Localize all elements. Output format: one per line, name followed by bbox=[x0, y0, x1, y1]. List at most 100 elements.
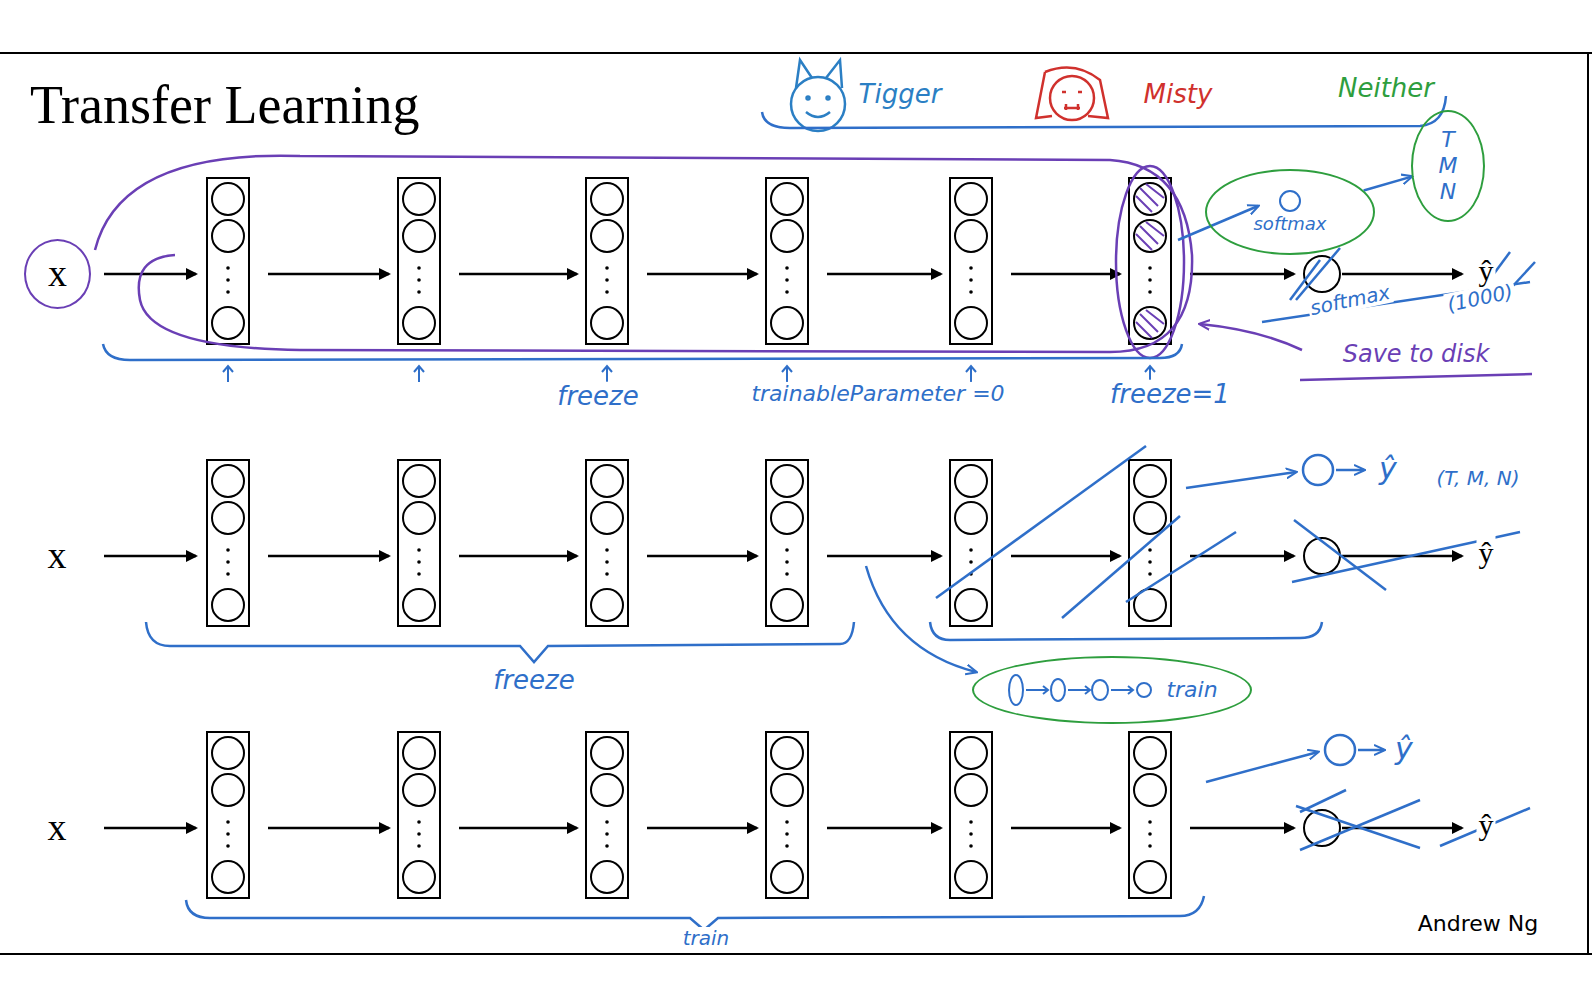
hidden-layer bbox=[586, 732, 628, 898]
strike-marks bbox=[1296, 790, 1530, 850]
node-text: train bbox=[1166, 678, 1217, 702]
layer-arrow bbox=[1011, 273, 1120, 276]
node-text: x bbox=[48, 253, 67, 295]
class-name: Misty bbox=[1142, 80, 1215, 109]
train-oval: train bbox=[972, 656, 1252, 724]
layer-arrow bbox=[1190, 555, 1294, 558]
layer-arrow bbox=[1011, 827, 1120, 830]
softmax-oval: softmax bbox=[1205, 169, 1375, 255]
class-name: Tigger bbox=[857, 80, 944, 109]
hidden-layer bbox=[766, 460, 808, 626]
input-label: x bbox=[46, 535, 69, 577]
new-head-arrow bbox=[1358, 749, 1384, 752]
hidden-layer bbox=[950, 460, 992, 626]
connector bbox=[1364, 177, 1412, 191]
output-unit bbox=[1279, 190, 1301, 212]
output-unit bbox=[1304, 538, 1340, 574]
hidden-layer bbox=[1129, 178, 1171, 344]
layer-arrow bbox=[268, 827, 389, 830]
note: trainableParameter =0 bbox=[749, 382, 1006, 406]
hidden-layer bbox=[766, 178, 808, 344]
bracket bbox=[146, 622, 854, 662]
hidden-layer bbox=[950, 732, 992, 898]
new-head-arrow bbox=[1336, 469, 1364, 472]
layer-arrow bbox=[459, 555, 577, 558]
layer-arrow bbox=[459, 827, 577, 830]
input-label: x bbox=[46, 807, 69, 849]
hidden-layer bbox=[398, 732, 440, 898]
underline bbox=[1300, 374, 1532, 380]
input-circle: x bbox=[24, 239, 91, 309]
layer-arrow bbox=[1011, 555, 1120, 558]
frozen-loop bbox=[95, 156, 1192, 352]
layer-arrow bbox=[827, 555, 941, 558]
output-label: ŷ bbox=[1477, 254, 1496, 287]
layer-arrow bbox=[104, 827, 196, 830]
misty-face bbox=[1036, 68, 1108, 121]
layer-arrow bbox=[1190, 827, 1294, 830]
node-text: T bbox=[1441, 128, 1454, 152]
hidden-layer bbox=[398, 178, 440, 344]
bracket bbox=[103, 344, 1182, 360]
bracket bbox=[930, 622, 1322, 640]
class-outputs: TMN bbox=[1411, 110, 1485, 222]
hidden-layer bbox=[950, 178, 992, 344]
new-head-arrow bbox=[1206, 752, 1318, 782]
crossed-note: softmax bbox=[1306, 280, 1394, 319]
layer-loop bbox=[1116, 166, 1184, 358]
node-text: softmax bbox=[1253, 214, 1326, 234]
hidden-layer bbox=[207, 460, 249, 626]
new-output-unit bbox=[1303, 455, 1333, 485]
hidden-layer bbox=[586, 178, 628, 344]
note: Save to disk bbox=[1341, 341, 1492, 367]
layer-arrow bbox=[104, 273, 196, 276]
layer-ticks bbox=[223, 366, 1155, 382]
hidden-layer bbox=[1129, 732, 1171, 898]
new-head-curve bbox=[866, 566, 976, 672]
layer-arrow bbox=[647, 273, 757, 276]
note: freeze bbox=[491, 666, 576, 695]
strike-marks bbox=[936, 446, 1520, 618]
node-text: M bbox=[1439, 154, 1458, 178]
note: freeze bbox=[555, 382, 640, 411]
new-output-unit bbox=[1325, 735, 1355, 765]
new-head-arrow bbox=[1178, 206, 1258, 240]
layer-arrow bbox=[1190, 273, 1294, 276]
layer-arrow bbox=[647, 555, 757, 558]
layer-arrow bbox=[827, 827, 941, 830]
node-text: N bbox=[1440, 180, 1456, 204]
layer-arrow bbox=[827, 273, 941, 276]
layer-arrow bbox=[268, 555, 389, 558]
class-name: Neither bbox=[1336, 74, 1436, 103]
slide-frame bbox=[0, 53, 1592, 954]
strike-marks bbox=[1262, 248, 1535, 322]
layer-stack bbox=[104, 178, 1462, 898]
layer-arrow bbox=[459, 273, 577, 276]
note: train bbox=[681, 927, 732, 949]
note: (T, M, N) bbox=[1434, 467, 1521, 489]
slide-title: Transfer Learning bbox=[28, 76, 421, 135]
hatched-activations bbox=[1136, 184, 1164, 338]
hidden-layer bbox=[586, 460, 628, 626]
hidden-layer bbox=[398, 460, 440, 626]
layer-arrow bbox=[268, 273, 389, 276]
author-credit: Andrew Ng bbox=[1416, 912, 1540, 936]
layer-arrow bbox=[647, 827, 757, 830]
hidden-layer bbox=[207, 178, 249, 344]
tigger-face bbox=[791, 60, 845, 131]
mini-network bbox=[1006, 670, 1156, 710]
save-arrow bbox=[1200, 324, 1302, 350]
output-label: ŷ bbox=[1393, 732, 1415, 765]
note: freeze=1 bbox=[1108, 380, 1232, 409]
output-label: ŷ bbox=[1477, 808, 1496, 841]
new-head-arrow bbox=[1186, 472, 1296, 488]
layer-arrow bbox=[104, 555, 196, 558]
hidden-layer bbox=[766, 732, 808, 898]
hidden-layer bbox=[207, 732, 249, 898]
bracket bbox=[186, 896, 1204, 930]
output-label: ŷ bbox=[1377, 452, 1399, 485]
output-label: ŷ bbox=[1477, 536, 1496, 569]
output-arrow bbox=[1342, 273, 1462, 276]
